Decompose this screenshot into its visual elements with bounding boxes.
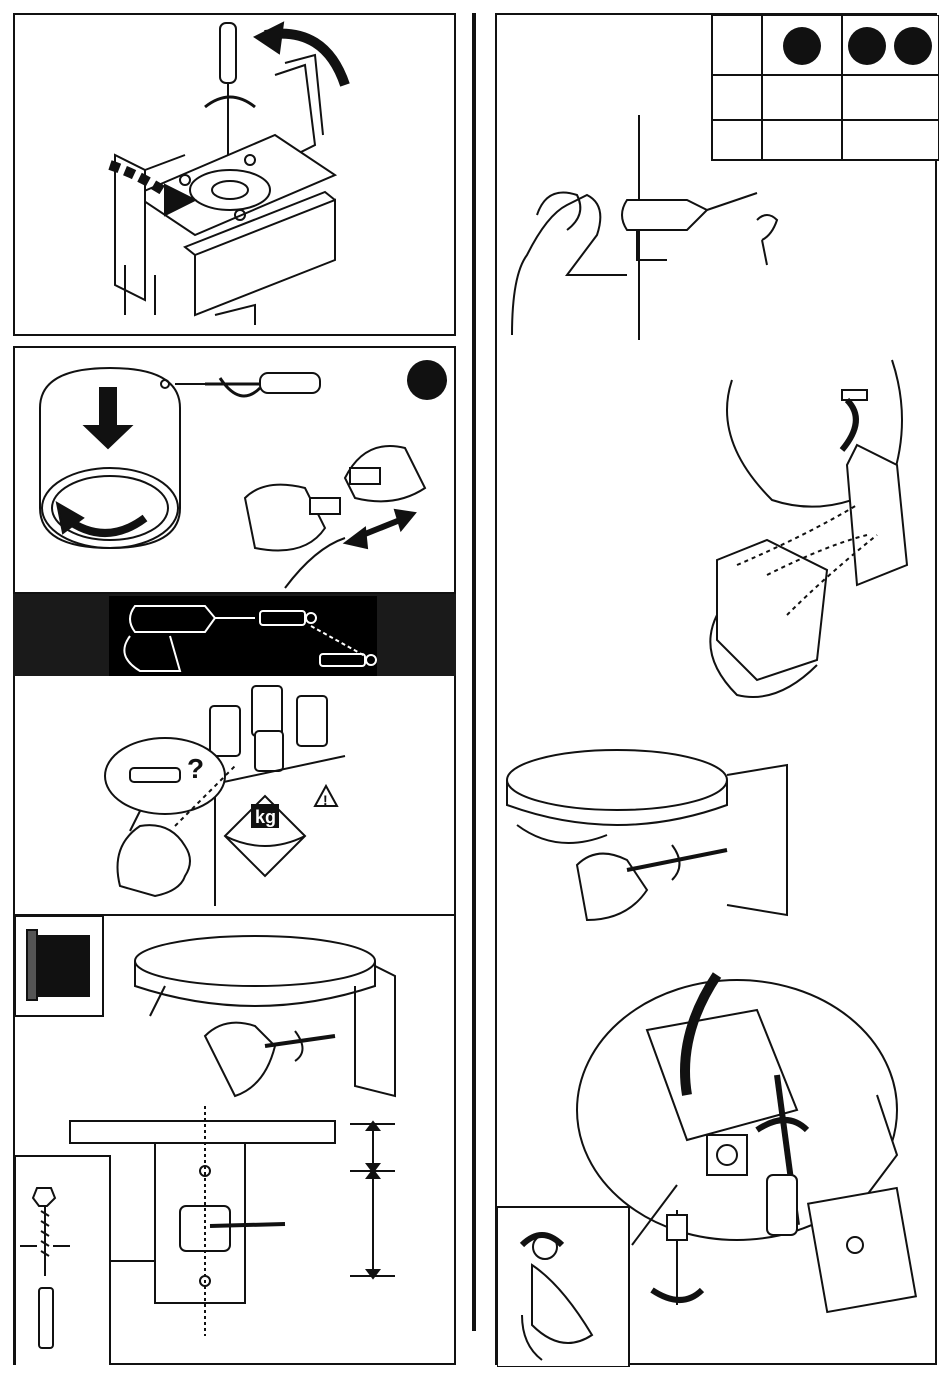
table-dot-single-icon xyxy=(783,27,821,65)
step-panel-remove-cover xyxy=(13,346,456,594)
check-wall-illustration: ? kg ! xyxy=(15,676,458,916)
warning-icon: ! xyxy=(323,792,328,808)
step-panel-right-column xyxy=(495,13,937,1365)
right-column-illustration xyxy=(497,15,939,1367)
step-dot-icon xyxy=(407,360,447,400)
remove-cover-illustration xyxy=(15,348,458,596)
table-dot-double-a-icon xyxy=(848,27,886,65)
step-panel-wall-plate xyxy=(13,916,456,1365)
wall-plate-illustration xyxy=(15,916,458,1365)
column-divider xyxy=(472,13,476,1331)
step-panel-mounting-bracket xyxy=(13,13,456,336)
drill-band-illustration xyxy=(15,596,458,678)
table-dot-double-b-icon xyxy=(894,27,932,65)
question-mark-icon: ? xyxy=(187,753,204,784)
mounting-bracket-illustration xyxy=(15,15,458,338)
step-panel-check-wall: ? kg ! xyxy=(13,676,456,916)
weight-kg-icon: kg xyxy=(255,807,276,827)
drill-warning-band xyxy=(13,594,456,676)
